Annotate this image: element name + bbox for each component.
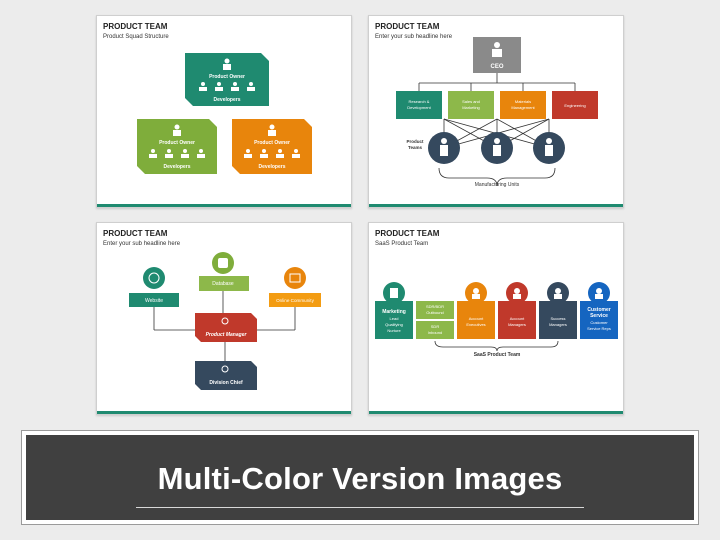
chief-node: Division Chief — [195, 361, 257, 390]
svg-text:Outbound: Outbound — [426, 310, 444, 315]
manufacturing-label: Manufacturing Units — [475, 182, 520, 188]
slide-title: PRODUCT TEAM — [375, 229, 440, 238]
squad-left: Product Owner Developers — [137, 119, 217, 174]
account-exec-column: Account Executives — [457, 282, 495, 339]
svg-text:Engineering: Engineering — [564, 103, 585, 108]
svg-text:Online Community: Online Community — [276, 298, 314, 303]
svg-text:Executives: Executives — [466, 322, 485, 327]
saas-diagram: Marketing Lead Qualifying Nurture SDR/BD… — [375, 282, 618, 358]
customer-service-column: Customer Service Customer Service Reps — [580, 282, 618, 339]
globe-icon — [148, 272, 160, 284]
slide-subtitle: Enter your sub headline here — [103, 241, 181, 247]
svg-text:Success: Success — [550, 316, 565, 321]
svg-text:Research &: Research & — [409, 99, 430, 104]
marketing-icon — [390, 288, 398, 298]
team-circles — [428, 132, 565, 164]
slide-accent-bar — [97, 411, 351, 414]
connectors — [418, 73, 576, 187]
community-node: Online Community — [269, 267, 321, 307]
slide-subtitle: SaaS Product Team — [375, 241, 429, 247]
developers-label: Developers — [214, 97, 241, 103]
account-mgr-column: Account Managers — [498, 282, 536, 339]
developers-label: Developers — [164, 164, 191, 170]
squad-top: Product Owner Developers — [185, 53, 269, 106]
database-icon — [218, 258, 228, 268]
database-node: Database — [199, 252, 249, 291]
svg-text:Service: Service — [590, 313, 608, 319]
dev-icons — [199, 82, 255, 91]
slide-accent-bar — [97, 204, 351, 207]
departments: Research & Development Sales and Marketi… — [396, 91, 598, 119]
banner-divider — [136, 507, 584, 508]
svg-text:Marketing: Marketing — [382, 309, 406, 315]
slide-title: PRODUCT TEAM — [375, 22, 440, 31]
svg-text:Account: Account — [510, 316, 525, 321]
svg-text:Lead: Lead — [390, 316, 399, 321]
svg-text:SDR: SDR — [431, 324, 440, 329]
owner-label: Product Owner — [254, 140, 290, 146]
svg-text:Materials: Materials — [515, 99, 531, 104]
banner-title: Multi-Color Version Images — [157, 461, 563, 496]
owner-label: Product Owner — [159, 140, 195, 146]
slide-accent-bar — [369, 411, 623, 414]
developers-label: Developers — [259, 164, 286, 170]
marketing-column: Marketing Lead Qualifying Nurture — [375, 282, 413, 339]
community-icon — [289, 273, 301, 283]
connectors — [153, 291, 296, 361]
svg-text:Nurture: Nurture — [387, 328, 401, 333]
svg-text:Development: Development — [407, 105, 431, 110]
pm-diagram: Website Database Online Community Produc… — [129, 252, 321, 390]
svg-text:Managers: Managers — [549, 322, 567, 327]
manager-icon — [221, 317, 229, 325]
person-icon — [221, 365, 229, 373]
svg-text:Sales and: Sales and — [462, 99, 480, 104]
success-mgr-column: Success Managers — [539, 282, 577, 339]
pm-node: Product Manager — [195, 313, 257, 342]
svg-text:SDR/BDR: SDR/BDR — [426, 304, 444, 309]
org-diagram: CEO Research & Development Sales and Mar… — [396, 37, 598, 188]
banner: Multi-Color Version Images — [21, 430, 699, 525]
svg-text:Marketing: Marketing — [462, 105, 480, 110]
website-node: Website — [129, 267, 179, 307]
slide-title: PRODUCT TEAM — [103, 229, 168, 238]
squad-diagram: Product Owner Developers Product Owner D… — [137, 53, 312, 174]
slide-subtitle: Enter your sub headline here — [375, 34, 453, 40]
svg-text:Inbound: Inbound — [428, 330, 442, 335]
svg-text:Product Manager: Product Manager — [206, 332, 248, 338]
svg-text:Database: Database — [212, 281, 234, 287]
svg-text:Management: Management — [511, 105, 535, 110]
slide-title: PRODUCT TEAM — [103, 22, 168, 31]
product-teams-label: Product — [406, 139, 424, 144]
slide-subtitle: Product Squad Structure — [103, 34, 169, 40]
bracket — [434, 340, 559, 352]
slide-saas-team[interactable]: PRODUCT TEAM SaaS Product Team Marketing… — [368, 222, 624, 415]
slide-product-manager[interactable]: PRODUCT TEAM Enter your sub headline her… — [96, 222, 352, 415]
slide-product-squad[interactable]: PRODUCT TEAM Product Squad Structure Pro… — [96, 15, 352, 208]
slide-ceo-org[interactable]: PRODUCT TEAM Enter your sub headline her… — [368, 15, 624, 208]
svg-text:Website: Website — [145, 298, 163, 304]
ceo-box: CEO — [473, 37, 521, 73]
svg-text:Customer: Customer — [590, 320, 608, 325]
slide-accent-bar — [369, 204, 623, 207]
person-icon — [494, 42, 500, 48]
person-icon — [224, 58, 230, 64]
svg-text:Managers: Managers — [508, 322, 526, 327]
svg-text:Division Chief: Division Chief — [209, 380, 243, 386]
saas-team-label: SaaS Product Team — [474, 352, 521, 358]
sdr-column: SDR/BDR Outbound SDR Inbound — [416, 301, 454, 339]
svg-text:Account: Account — [469, 316, 484, 321]
squad-right: Product Owner Developers — [232, 119, 312, 174]
svg-text:Service Reps: Service Reps — [587, 326, 611, 331]
svg-text:Customer: Customer — [587, 307, 610, 313]
svg-text:Qualifying: Qualifying — [385, 322, 403, 327]
owner-label: Product Owner — [209, 74, 245, 80]
svg-text:Teams: Teams — [408, 145, 422, 150]
ceo-label: CEO — [490, 64, 503, 70]
